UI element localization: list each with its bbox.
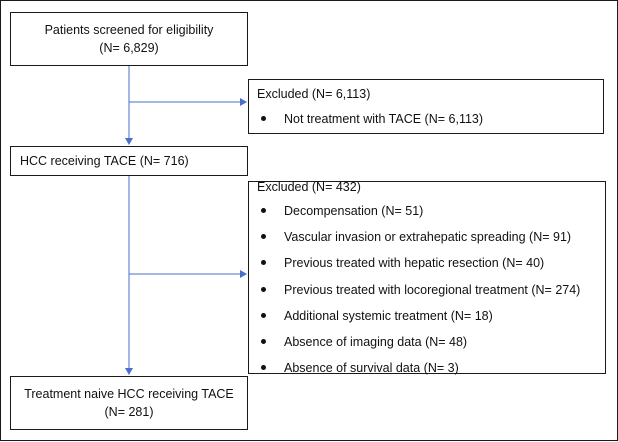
excluded-second-item: Vascular invasion or extrahepatic spread… (257, 228, 605, 246)
excluded-second-box: Excluded (N= 432) Decompensation (N= 51)… (248, 180, 606, 377)
excluded-first-item: Not treatment with TACE (N= 6,113) (257, 110, 603, 128)
excluded-second-item: Previous treated with locoregional treat… (257, 281, 605, 299)
excluded-second-list: Decompensation (N= 51) Vascular invasion… (257, 202, 605, 377)
final-cohort-count: (N= 281) (104, 405, 154, 419)
excluded-second-item: Decompensation (N= 51) (257, 202, 605, 220)
screened-label: Patients screened for eligibility (44, 22, 214, 37)
hcc-tace-box: HCC receiving TACE (N= 716) (10, 146, 248, 176)
excluded-first-box: Excluded (N= 6,113) Not treatment with T… (248, 79, 604, 134)
excluded-first-title: Excluded (N= 6,113) (257, 87, 371, 102)
excluded-second-item: Absence of imaging data (N= 48) (257, 333, 605, 351)
screened-count: (N= 6,829) (99, 41, 159, 55)
excluded-second-item: Absence of survival data (N= 3) (257, 359, 605, 377)
final-cohort-box: Treatment naive HCC receiving TACE (N= 2… (10, 376, 248, 430)
screened-box: Patients screened for eligibility (N= 6,… (10, 12, 248, 66)
excluded-second-item: Previous treated with hepatic resection … (257, 254, 605, 272)
final-cohort-label: Treatment naive HCC receiving TACE (24, 386, 234, 401)
excluded-second-title: Excluded (N= 432) (257, 180, 361, 194)
excluded-second-item: Additional systemic treatment (N= 18) (257, 307, 605, 325)
hcc-tace-label: HCC receiving TACE (N= 716) (20, 153, 189, 168)
excluded-first-list: Not treatment with TACE (N= 6,113) (257, 110, 603, 128)
